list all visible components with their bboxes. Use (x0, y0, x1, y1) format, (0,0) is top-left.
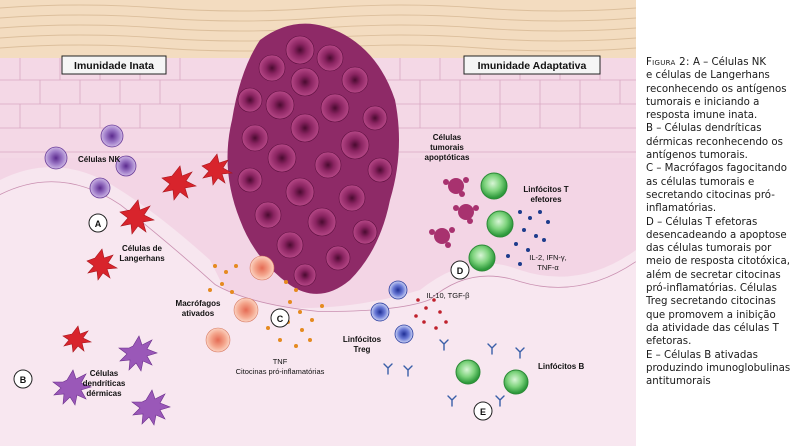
b-cells (455, 359, 529, 395)
label-b-cells: Linfócitos B (538, 362, 584, 371)
label-cytokines-2: TNF-α (537, 263, 559, 272)
caption-line: da atividade das células T (646, 322, 779, 334)
dermal-dendritic-cells (52, 335, 171, 426)
label-apoptotic-1: Células (433, 133, 462, 142)
macrophages (205, 255, 275, 353)
caption-line: tumorais e iniciando a (646, 96, 760, 108)
caption-line: desencadeando a apoptose (646, 229, 787, 241)
marker-a: A (88, 213, 108, 233)
marker-c: C (270, 308, 290, 328)
nk-cells (44, 124, 137, 199)
label-macrophages-1: Macrófagos (176, 299, 221, 308)
caption-line: resposta imune inata. (646, 110, 758, 122)
caption-line: secretando citocinas pró- (646, 189, 775, 201)
innate-immunity-header: Imunidade Inata (61, 55, 167, 75)
caption-line: as células tumorais e (646, 176, 755, 188)
label-tnf-1: TNF (273, 357, 288, 366)
caption-line: além de secretar citocinas (646, 269, 781, 281)
svg-text:A: A (95, 219, 102, 229)
caption-line: dérmicas reconhecendo os (646, 136, 783, 148)
tumor-cells (237, 35, 393, 287)
caption-line: efetoras. (646, 336, 692, 348)
caption-line: D – Células T efetoras (646, 216, 758, 228)
label-langerhans-1: Células de (122, 244, 163, 253)
caption-line-1-text: A – Células NK (692, 57, 767, 68)
marker-e: E (473, 401, 493, 421)
caption-line: reconhecendo os antígenos (646, 83, 787, 95)
label-t-effector-2: efetores (530, 195, 562, 204)
caption-line-1: Figura 2: A – Células NK (646, 56, 792, 69)
pro-inflammatory-cytokine-dots (208, 264, 324, 348)
label-nk-cells: Células NK (78, 155, 120, 164)
treg-cytokine-dots (414, 298, 448, 330)
caption-line: C – Macrófagos fagocitando (646, 163, 787, 175)
caption-line: antitumorais (646, 376, 711, 388)
label-cytokines-1: IL-2, IFN-γ, (529, 253, 567, 262)
caption-line: das células tumorais por (646, 243, 772, 255)
label-dendritic-2: dendríticas (83, 379, 126, 388)
caption-line: que promovem a inibição (646, 309, 776, 321)
apoptotic-tumor-cells (429, 177, 479, 248)
effector-t-cells (468, 172, 514, 272)
caption-line: inflamatórias. (646, 203, 717, 215)
caption-line: produzindo imunoglobulinas (646, 362, 791, 374)
svg-text:E: E (480, 407, 486, 417)
label-treg-1: Linfócitos (343, 335, 382, 344)
label-macrophages-2: ativados (182, 309, 215, 318)
label-tnf-2: Citocinas pró-inflamatórias (236, 367, 325, 376)
label-langerhans-2: Langerhans (119, 254, 165, 263)
caption-line: pró-inflamatórias. Células (646, 283, 777, 295)
tumor-mass (227, 23, 399, 294)
label-dendritic-3: dérmicas (86, 389, 122, 398)
adaptive-immunity-header: Imunidade Adaptativa (463, 55, 601, 75)
caption-line: e células de Langerhans (646, 70, 770, 82)
label-apoptotic-3: apoptóticas (425, 153, 470, 162)
innate-immunity-title: Imunidade Inata (74, 60, 154, 72)
adaptive-immunity-title: Imunidade Adaptativa (478, 60, 587, 72)
immunity-diagram: Imunidade Inata Imunidade Adaptativa (0, 0, 636, 446)
effector-cytokine-dots (506, 210, 550, 266)
label-apoptotic-2: tumorais (430, 143, 464, 152)
label-dendritic-1: Células (90, 369, 119, 378)
label-t-effector-1: Linfócitos T (523, 185, 568, 194)
label-treg-cytokines: IL-10, TGF-β (427, 291, 471, 300)
label-treg-2: Treg (354, 345, 371, 354)
figure-caption: Figura 2: A – Células NK e células de La… (646, 56, 792, 388)
svg-text:B: B (20, 375, 27, 385)
caption-line: E – Células B ativadas (646, 349, 758, 361)
caption-line: antígenos tumorais. (646, 150, 748, 162)
caption-lead: Figura 2: (646, 57, 690, 68)
marker-d: D (450, 260, 470, 280)
caption-line: B – Células dendríticas (646, 123, 762, 135)
svg-text:C: C (277, 314, 284, 324)
langerhans-cells (62, 153, 233, 353)
marker-b: B (13, 369, 33, 389)
caption-line: Treg secretando citocinas (646, 296, 776, 308)
antibodies (383, 339, 525, 407)
treg-cells (370, 280, 414, 344)
svg-text:D: D (457, 266, 464, 276)
caption-line: meio de resposta citotóxica, (646, 256, 791, 268)
